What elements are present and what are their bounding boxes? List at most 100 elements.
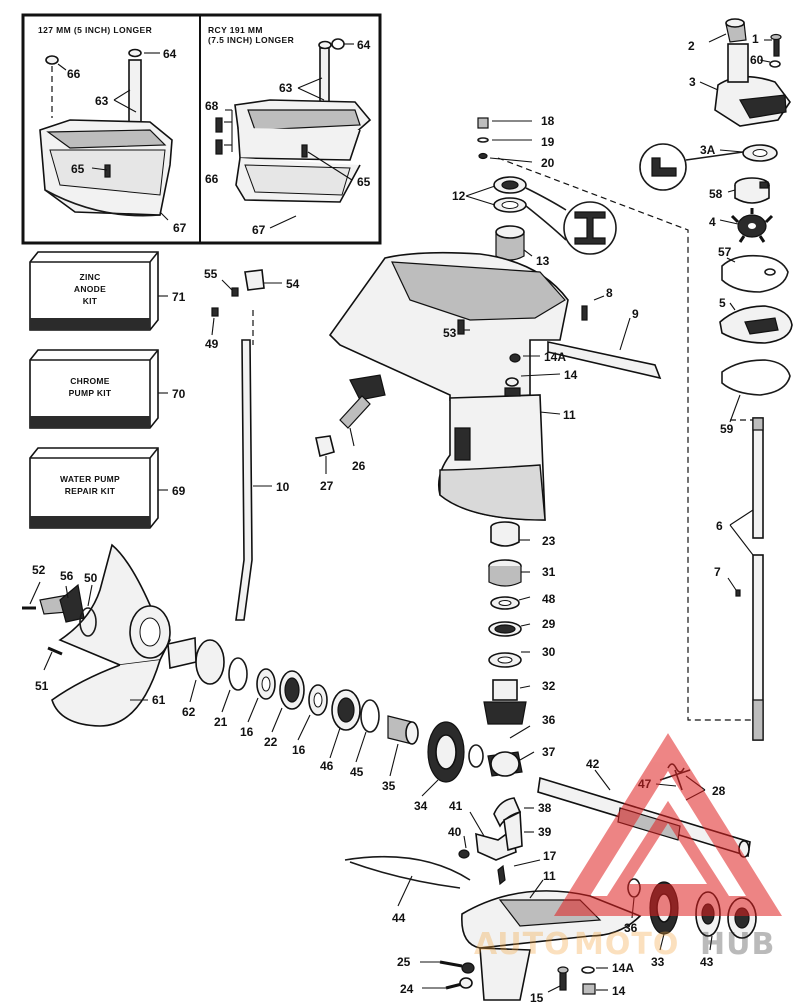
watermark-moto: MOTO [574,927,679,962]
callout-53: 53 [443,326,457,340]
callout-41: 41 [449,799,463,813]
callout-34: 34 [414,799,428,813]
upper-bearings [477,117,617,261]
callout-70: 70 [172,387,186,401]
callout-23: 23 [542,534,556,548]
callout-45: 45 [350,765,364,779]
callout-26: 26 [352,459,366,473]
callout-62: 62 [182,705,196,719]
extension-7-5in-drawing [215,38,372,203]
kit-zinc-line3: KIT [83,296,98,306]
callout-22: 22 [264,735,278,749]
callout-2: 2 [688,39,695,53]
kit-water-line2: REPAIR KIT [65,486,116,496]
callout-50: 50 [84,571,98,585]
callout-66a: 66 [67,67,81,81]
extension-5in-drawing [39,48,173,217]
gearcase-housing [328,251,569,521]
shift-cam-parts [458,797,523,861]
callout-44: 44 [392,911,406,925]
callout-5: 5 [719,296,726,310]
inset-left-title: 127 MM (5 INCH) LONGER [38,25,152,35]
inset-right-title-2: (7.5 INCH) LONGER [208,35,294,45]
callout-71: 71 [172,290,186,304]
callout-56: 56 [60,569,74,583]
bottom-fasteners [439,960,596,995]
top-right-leaders [699,33,772,423]
callout-65b: 65 [357,175,371,189]
callout-68: 68 [205,99,219,113]
callout-55: 55 [204,267,218,281]
callout-39: 39 [538,825,552,839]
kit-zinc-line1: ZINC [79,272,100,282]
kit-chrome-line1: CHROME [70,376,110,386]
watermark-hub: HUB [700,927,775,962]
callout-13: 13 [536,254,550,268]
callout-4: 4 [709,215,716,229]
callout-46: 46 [320,759,334,773]
callout-69: 69 [172,484,186,498]
shift-rod-parts [211,269,265,621]
callout-57: 57 [718,245,732,259]
shift-lever [547,305,662,380]
callout-6: 6 [716,519,723,533]
kit-water-line1: WATER PUMP [60,474,120,484]
callout-7: 7 [714,565,721,579]
watermark-auto: AUTO [474,927,571,962]
callout-51: 51 [35,679,49,693]
callout-17: 17 [543,849,557,863]
callout-67a: 67 [173,221,187,235]
callout-54: 54 [286,277,300,291]
callout-19: 19 [541,135,555,149]
inset-right-title-1: RCY 191 MM [208,25,263,35]
callout-29: 29 [542,617,556,631]
extension-inset: 127 MM (5 INCH) LONGER RCY 191 MM (7.5 I… [21,13,382,245]
callout-27: 27 [320,479,334,493]
pinion-stack [483,521,527,725]
callout-38: 38 [538,801,552,815]
callout-11: 11 [563,408,576,422]
callout-14ab: 14A [612,961,634,975]
callout-16b: 16 [292,743,306,757]
callout-49: 49 [205,337,219,351]
callout-65a: 65 [71,162,85,176]
callout-8: 8 [606,286,613,300]
water-pump-stack [639,18,793,396]
callout-63a: 63 [95,94,109,108]
callout-36a: 36 [542,713,556,727]
water-tube-parts [315,395,371,458]
kit-zinc-line2: ANODE [74,284,106,294]
kit-zinc-anode: ZINC ANODE KIT 71 [29,251,186,331]
callout-64a: 64 [163,47,177,61]
kit-chrome-pump: CHROME PUMP KIT 70 [29,349,186,429]
assembly-lines [252,157,755,721]
callout-35: 35 [382,779,396,793]
callout-3: 3 [689,75,696,89]
callout-59: 59 [720,422,734,436]
callout-24: 24 [400,982,414,996]
callout-63b: 63 [279,81,293,95]
callout-52: 52 [32,563,46,577]
callout-14b: 14 [612,984,626,998]
callout-37: 37 [542,745,556,759]
callout-28: 28 [712,784,726,798]
callout-42: 42 [586,757,600,771]
callout-48: 48 [542,592,556,606]
propeller [22,543,171,727]
callout-33: 33 [651,955,665,969]
driveshaft [735,417,764,741]
callout-14: 14 [564,368,578,382]
callout-40: 40 [448,825,462,839]
callout-58: 58 [709,187,723,201]
callout-12: 12 [452,189,466,203]
callout-9: 9 [632,307,639,321]
automotohub-watermark: AUTO MOTO HUB [474,733,783,962]
callout-60: 60 [750,53,764,67]
callout-3a: 3A [700,143,716,157]
callout-18: 18 [541,114,555,128]
callout-1: 1 [752,32,759,46]
callout-61: 61 [152,693,166,707]
callout-67b: 67 [252,223,266,237]
kit-chrome-line2: PUMP KIT [69,388,112,398]
